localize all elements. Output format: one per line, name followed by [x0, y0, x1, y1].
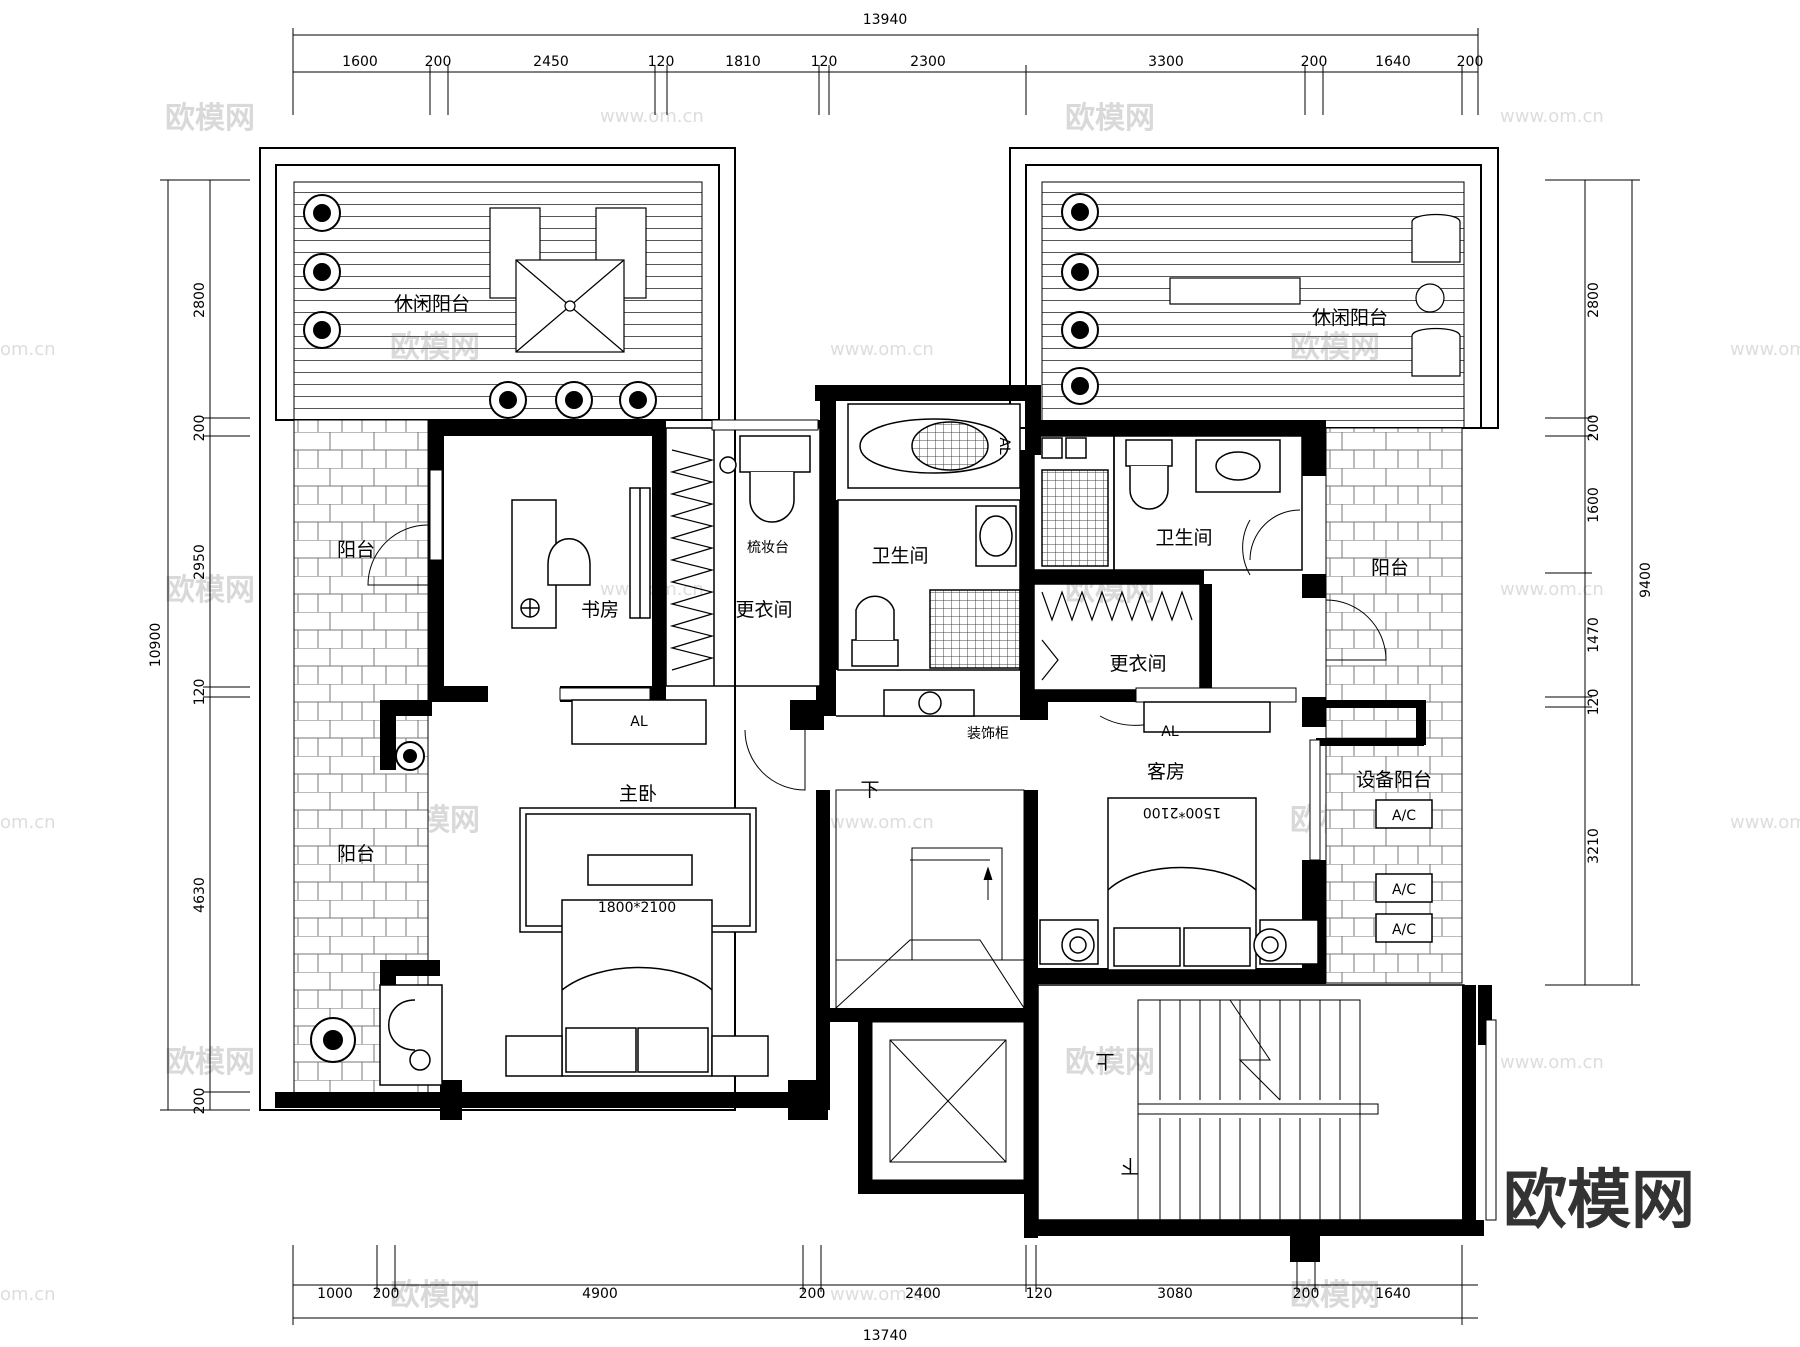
- dim-bottom-1: 1000: [317, 1286, 353, 1302]
- watermark-text: 欧模网: [1065, 101, 1155, 136]
- label-ac-unit-3: A/C: [1392, 922, 1416, 938]
- watermark-url: www.om.cn: [600, 579, 704, 600]
- dim-left-6: 200: [192, 1088, 208, 1115]
- dim-left-total: 10900: [148, 623, 164, 668]
- dim-top-total: 13940: [863, 12, 908, 28]
- dim-bottom-5: 2400: [905, 1286, 941, 1302]
- label-leisure-balcony-left: 休闲阳台: [394, 293, 470, 315]
- dim-bottom-6: 120: [1026, 1286, 1053, 1302]
- label-ac-1: AL: [630, 714, 648, 730]
- dim-left-2: 200: [192, 415, 208, 442]
- label-stair-down-2: 下: [1120, 1155, 1139, 1177]
- watermark-url: www.om.cn: [600, 106, 704, 127]
- label-closet-1: 更衣间: [735, 599, 792, 621]
- watermark-url: www.om.cn: [1500, 579, 1604, 600]
- dim-bottom-2: 200: [373, 1286, 400, 1302]
- ac-boxes: [571, 689, 1433, 943]
- watermark-url: www.om.cn: [830, 339, 934, 360]
- label-study: 书房: [581, 599, 619, 621]
- label-ac-3: AL: [996, 437, 1012, 455]
- dim-top-11: 200: [1457, 54, 1484, 70]
- label-master-bedroom: 主卧: [619, 783, 657, 805]
- study-desk: [511, 487, 651, 629]
- dim-top-10: 1640: [1375, 54, 1411, 70]
- dim-top-8: 3300: [1148, 54, 1184, 70]
- right-leisure-terrace: [1009, 147, 1499, 429]
- dim-left-5: 4630: [192, 877, 208, 913]
- dimension-lines: [160, 28, 1640, 1325]
- walls: [275, 385, 1492, 1262]
- watermark-text: 欧模网: [1290, 1278, 1380, 1313]
- dim-bottom-total: 13740: [863, 1328, 908, 1344]
- label-guest-room: 客房: [1147, 761, 1185, 783]
- label-bed-guest: 1500*2100: [1143, 804, 1221, 820]
- dim-right-5: 120: [1586, 689, 1602, 716]
- dim-right-3: 1600: [1586, 487, 1602, 523]
- dim-top-2: 200: [425, 54, 452, 70]
- plants: [303, 193, 1099, 1063]
- dim-left-3: 2950: [192, 544, 208, 580]
- watermark-url: www.om.cn: [830, 1284, 934, 1305]
- watermark-url: www.om.cn: [1500, 1052, 1604, 1073]
- dim-top-6: 120: [811, 54, 838, 70]
- dim-top-4: 120: [648, 54, 675, 70]
- watermark-text: 欧模网: [165, 101, 255, 136]
- bathroom-fixtures: [379, 403, 1281, 1086]
- label-stair-up: 上: [1095, 1050, 1114, 1072]
- closet-hangers: [669, 449, 1193, 681]
- dim-right-6: 3210: [1586, 828, 1602, 864]
- watermark-url: www.om.cn: [1730, 339, 1800, 360]
- dim-right-2: 200: [1586, 415, 1602, 442]
- label-dressing-table: 梳妆台: [747, 540, 789, 556]
- dim-bottom-3: 4900: [582, 1286, 618, 1302]
- label-decor-cabinet: 装饰柜: [967, 726, 1009, 742]
- dim-right-1: 2800: [1586, 282, 1602, 318]
- watermark-url: www.om.cn: [1730, 812, 1800, 833]
- watermark-url: om.cn: [0, 812, 56, 833]
- windows: [429, 419, 1497, 1221]
- dim-left-4: 120: [192, 679, 208, 706]
- dim-left-1: 2800: [192, 282, 208, 318]
- label-bathroom-1: 卫生间: [871, 545, 928, 567]
- brand-watermark: 欧模网: [1503, 1164, 1695, 1238]
- label-ac-unit-1: A/C: [1392, 808, 1416, 824]
- label-leisure-balcony-right: 休闲阳台: [1312, 307, 1388, 329]
- beds: [505, 797, 1319, 1077]
- stairs: [835, 789, 1379, 1221]
- dim-right-total: 9400: [1638, 562, 1654, 598]
- label-ac-unit-2: A/C: [1392, 882, 1416, 898]
- dim-bottom-4: 200: [799, 1286, 826, 1302]
- dim-bottom-8: 200: [1293, 1286, 1320, 1302]
- dimension-texts: 13940 1600 200 2450 120 1810 120 2300 33…: [148, 12, 1654, 1344]
- dim-top-5: 1810: [725, 54, 761, 70]
- label-equipment-balcony: 设备阳台: [1356, 769, 1432, 791]
- stone-balconies: [293, 419, 1463, 1106]
- label-ac-2: AL: [1161, 724, 1179, 740]
- watermark-text: 欧模网: [390, 1278, 480, 1313]
- dim-bottom-7: 3080: [1157, 1286, 1193, 1302]
- watermark-text: 欧模网: [1065, 1045, 1155, 1080]
- label-balcony-right: 阳台: [1371, 557, 1409, 579]
- label-bed-master: 1800*2100: [598, 900, 676, 916]
- label-closet-2: 更衣间: [1109, 653, 1166, 675]
- dim-top-1: 1600: [342, 54, 378, 70]
- label-balcony-left-bottom: 阳台: [337, 843, 375, 865]
- label-balcony-left-top: 阳台: [337, 539, 375, 561]
- dim-top-7: 2300: [910, 54, 946, 70]
- label-bathroom-2: 卫生间: [1155, 527, 1212, 549]
- watermark-url: om.cn: [0, 339, 56, 360]
- dim-top-3: 2450: [533, 54, 569, 70]
- dim-right-4: 1470: [1586, 617, 1602, 653]
- dim-bottom-9: 1640: [1375, 1286, 1411, 1302]
- room-labels: 休闲阳台 休闲阳台 阳台 阳台 阳台 书房 梳妆台 更衣间 更衣间 卫生间 卫生…: [337, 293, 1432, 1177]
- label-stair-down: 下: [860, 779, 879, 801]
- terrace-furniture: [489, 207, 1461, 377]
- watermark-url: www.om.cn: [1500, 106, 1604, 127]
- watermark-url: om.cn: [0, 1284, 56, 1305]
- dim-top-9: 200: [1301, 54, 1328, 70]
- watermark-url: www.om.cn: [830, 812, 934, 833]
